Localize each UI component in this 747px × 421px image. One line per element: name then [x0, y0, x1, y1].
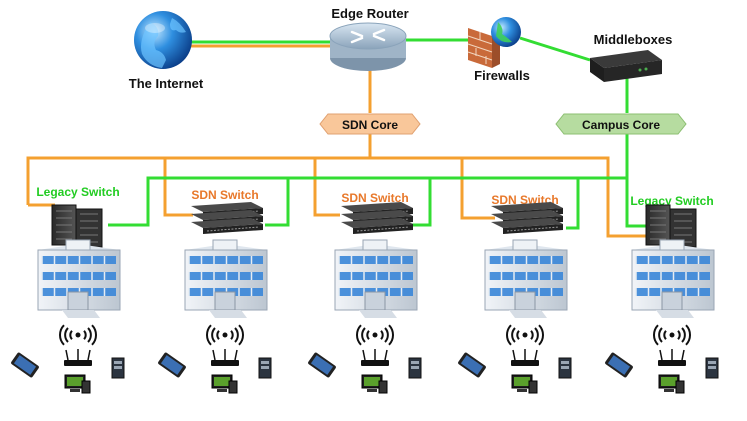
middleboxes-label: Middleboxes — [594, 32, 673, 47]
building-cluster-1: Legacy Switch — [11, 185, 125, 394]
tower-server-icon — [705, 357, 719, 379]
legacy-drop-3 — [566, 178, 580, 230]
building-cluster-3: SDN Switch — [308, 191, 422, 394]
desktop-computer-icon — [211, 374, 238, 394]
firewalls-label: Firewalls — [474, 68, 530, 83]
wireless-router-icon — [211, 349, 239, 366]
switch-label: Legacy Switch — [630, 194, 713, 208]
wifi-signal-icon — [59, 324, 97, 346]
wifi-signal-icon — [206, 324, 244, 346]
smartphone-icon — [308, 352, 336, 378]
campus-core-label: Campus Core — [582, 118, 660, 132]
smartphone-icon — [158, 352, 186, 378]
desktop-computer-icon — [361, 374, 388, 394]
sdn-switch-icon — [191, 202, 263, 234]
internet-globe-icon — [134, 11, 192, 69]
sdn-core-label: SDN Core — [342, 118, 398, 132]
legacy-drop-2 — [412, 178, 432, 227]
switch-label: SDN Switch — [341, 191, 408, 205]
tower-server-icon — [258, 357, 272, 379]
office-building-icon — [334, 239, 418, 318]
wireless-router-icon — [361, 349, 389, 366]
edge-router-label: Edge Router — [331, 6, 408, 21]
smartphone-icon — [11, 352, 39, 378]
tower-server-icon — [558, 357, 572, 379]
sdn-core-tag: SDN Core — [319, 113, 421, 135]
internet-label: The Internet — [129, 76, 204, 91]
wifi-signal-icon — [356, 324, 394, 346]
firewall-globe-icon — [491, 17, 521, 47]
sdn-drop-2 — [313, 158, 340, 217]
wifi-signal-icon — [506, 324, 544, 346]
wireless-router-icon — [64, 349, 92, 366]
tower-server-icon — [408, 357, 422, 379]
building-cluster-2: SDN Switch — [158, 188, 272, 394]
sdn-switch-icon — [341, 202, 413, 234]
smartphone-icon — [458, 352, 486, 378]
middlebox-icon — [590, 50, 662, 82]
firewall-middlebox-link — [519, 36, 591, 62]
tower-server-icon — [111, 357, 125, 379]
sdn-drop-1 — [163, 158, 193, 217]
smartphone-icon — [605, 352, 633, 378]
sdn-switch-icon — [491, 202, 563, 234]
office-building-icon — [484, 239, 568, 318]
office-building-icon — [37, 239, 121, 318]
wifi-signal-icon — [653, 324, 691, 346]
switch-label: SDN Switch — [191, 188, 258, 202]
legacy-switch-icon — [645, 204, 697, 248]
campus-core-tag: Campus Core — [555, 113, 687, 135]
network-links — [26, 36, 655, 238]
sdn-drop-3 — [460, 158, 495, 220]
switch-label: Legacy Switch — [36, 185, 119, 199]
legacy-bus — [108, 176, 655, 228]
sdn-bus — [26, 156, 655, 238]
desktop-computer-icon — [64, 374, 91, 394]
building-cluster-4: SDN Switch — [458, 193, 572, 394]
office-building-icon — [184, 239, 268, 318]
legacy-drop-1 — [265, 178, 290, 227]
wireless-router-icon — [658, 349, 686, 366]
edge-router-icon — [329, 22, 407, 71]
building-cluster-5: Legacy Switch — [605, 194, 719, 394]
desktop-computer-icon — [658, 374, 685, 394]
desktop-computer-icon — [511, 374, 538, 394]
wireless-router-icon — [511, 349, 539, 366]
office-building-icon — [631, 239, 715, 318]
